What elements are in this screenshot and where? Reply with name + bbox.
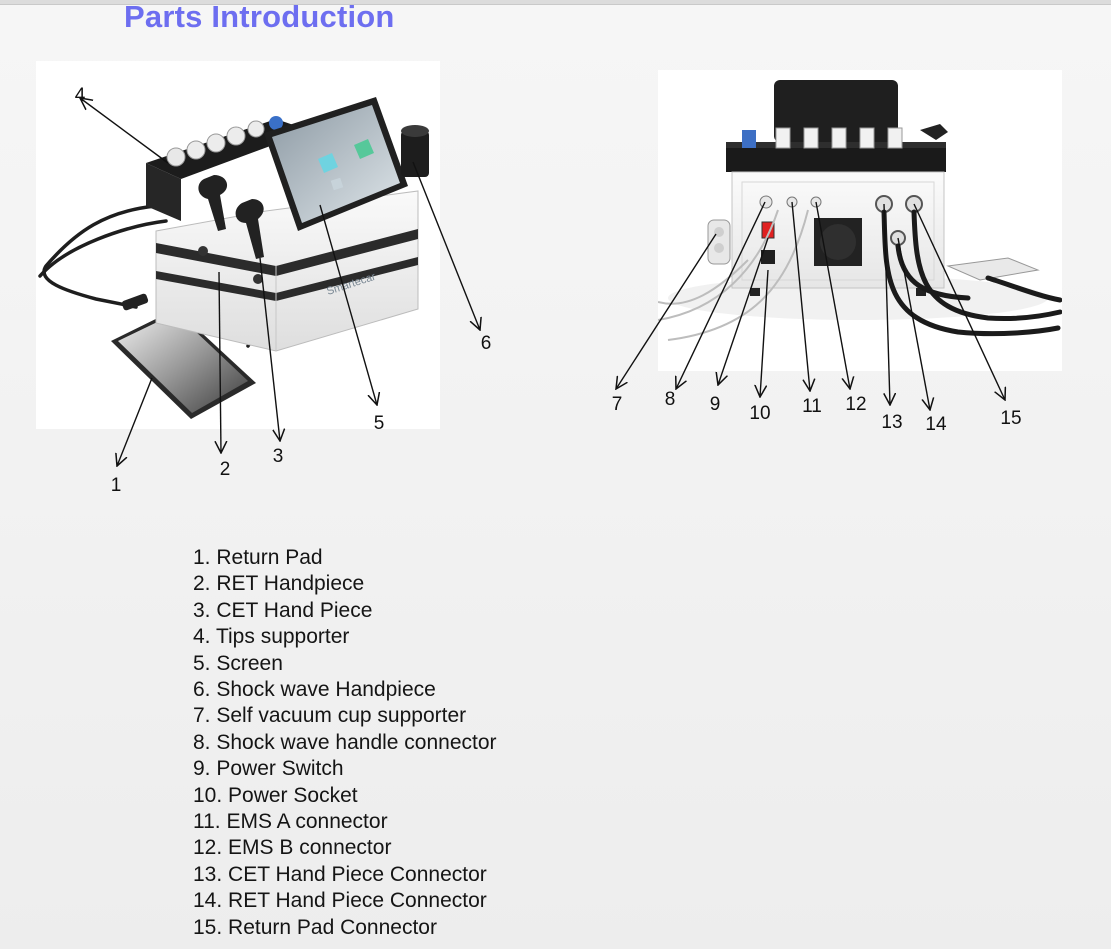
rear-tips-tray (726, 124, 948, 172)
screen (264, 97, 408, 231)
parts-list-item: 3. CET Hand Piece (193, 598, 373, 622)
callout-number-4: 4 (74, 85, 86, 106)
parts-list-item: 13. CET Hand Piece Connector (193, 862, 487, 886)
parts-list-item: 8. Shock wave handle connector (193, 730, 497, 754)
callout-number-6: 6 (480, 333, 492, 354)
callout-number-10: 10 (749, 403, 771, 424)
callout-number-11: 11 (802, 396, 822, 417)
parts-list-item: 10. Power Socket (193, 783, 358, 807)
window-top-border (0, 0, 1111, 5)
parts-list-item: 7. Self vacuum cup supporter (193, 704, 467, 728)
callout-number-7: 7 (611, 394, 623, 415)
ret-handpiece (198, 175, 228, 231)
parts-list: 1. Return Pad 2. RET Handpiece 3. CET Ha… (193, 545, 497, 941)
front-view-photo: Smartecar (36, 61, 440, 429)
parts-list-item: 12. EMS B connector (193, 836, 392, 860)
callout-number-5: 5 (373, 413, 385, 434)
vacuum-cup-supporter (707, 219, 731, 265)
callout-number-12: 12 (845, 394, 867, 415)
parts-list-item: 1. Return Pad (193, 546, 323, 569)
parts-list-item: 15. Return Pad Connector (193, 915, 437, 939)
callout-number-9: 9 (709, 394, 721, 415)
rear-device-illustration (658, 80, 1062, 341)
callout-number-8: 8 (664, 389, 676, 410)
parts-list-item: 5. Screen (193, 651, 283, 675)
parts-list-item: 11. EMS A connector (193, 810, 388, 834)
parts-list-item: 14. RET Hand Piece Connector (193, 889, 487, 913)
callout-number-1: 1 (110, 475, 122, 496)
callout-number-14: 14 (925, 414, 947, 435)
page-title: Parts Introduction (124, 0, 395, 34)
callout-number-15: 15 (1000, 408, 1022, 429)
parts-list-item: 2. RET Handpiece (193, 572, 365, 596)
screen-back (774, 80, 898, 142)
parts-list-item: 6. Shock wave Handpiece (193, 678, 436, 702)
device-body: Smartecar (155, 190, 419, 352)
rear-view-photo (658, 70, 1062, 371)
callout-number-13: 13 (881, 412, 903, 433)
cet-handpiece (235, 199, 264, 259)
parts-list-item: 9. Power Switch (193, 757, 344, 781)
callout-number-2: 2 (219, 459, 231, 480)
callout-number-3: 3 (272, 446, 284, 467)
parts-list-item: 4. Tips supporter (193, 625, 350, 649)
shock-wave-handpiece (401, 125, 429, 177)
front-device-illustration: Smartecar (38, 97, 429, 419)
